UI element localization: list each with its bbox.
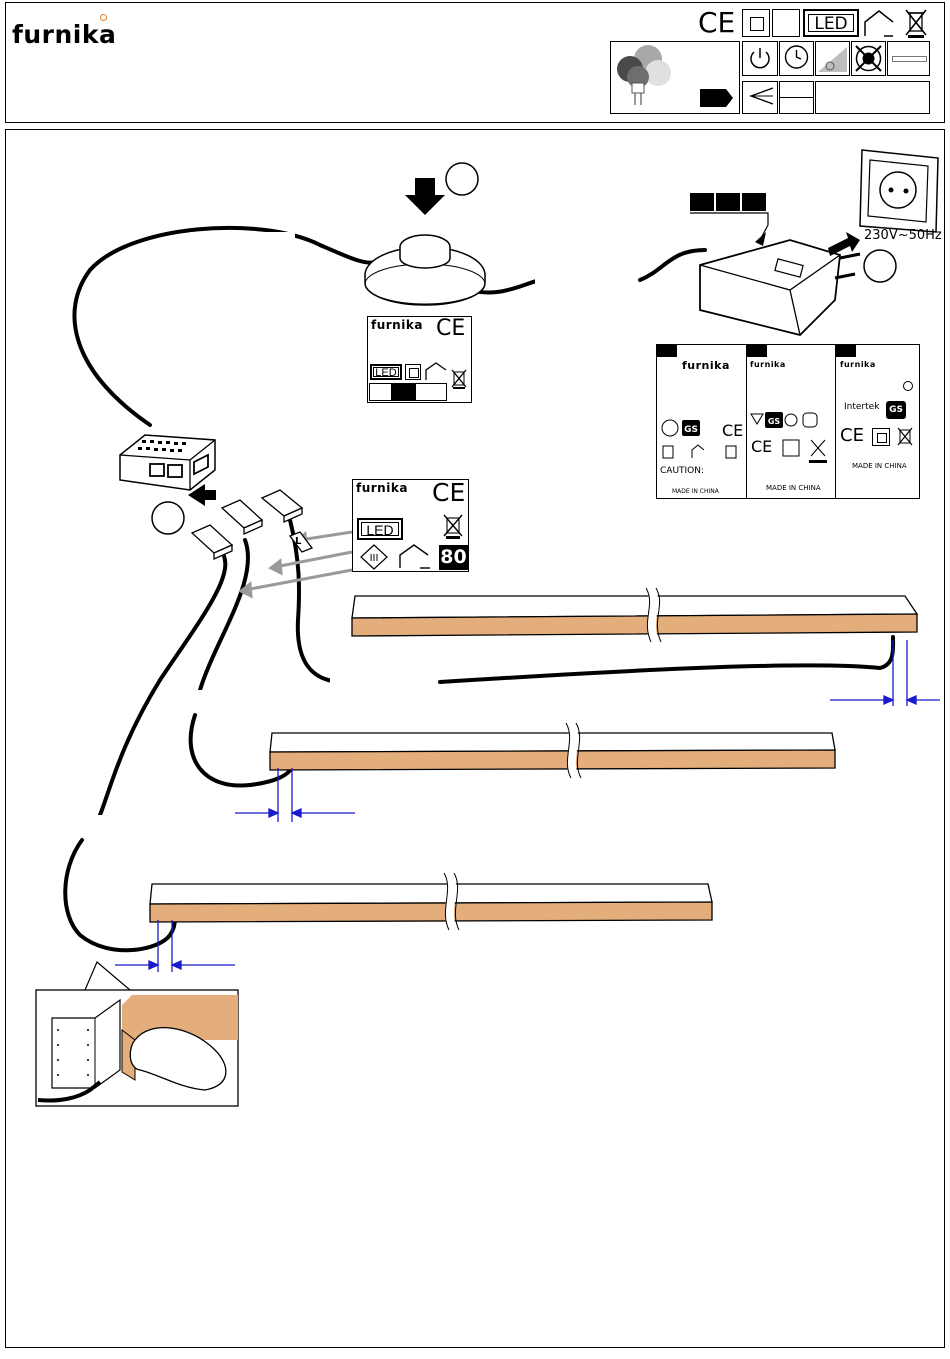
junction-box bbox=[120, 435, 216, 534]
adapter-label-2-marks: GS CE bbox=[749, 410, 833, 470]
adapter-label-3-gs: GS bbox=[886, 401, 906, 419]
connector-label-weee-icon bbox=[442, 512, 464, 540]
adapter-label-1-brand: furnika bbox=[682, 359, 730, 372]
adapter-label-1-caution: CAUTION: bbox=[660, 466, 704, 476]
switch-label-box-2 bbox=[392, 383, 415, 401]
plug-tag-l-text: L bbox=[295, 536, 301, 547]
adapter-label-1-marks: GS CE bbox=[660, 412, 744, 462]
led-bar-1 bbox=[352, 588, 917, 642]
connector-label-led: LED bbox=[357, 518, 403, 540]
led-bar-2 bbox=[270, 723, 835, 778]
adapter-label-3-circle bbox=[903, 381, 913, 391]
switch-label-brand: furnika bbox=[371, 318, 423, 332]
cable-junction-to-switch bbox=[74, 228, 375, 425]
connector-label-class-iii-icon: III bbox=[360, 544, 388, 570]
switch-label-weee-icon bbox=[450, 368, 468, 390]
switch-label-box-3 bbox=[415, 383, 447, 401]
foot-switch bbox=[365, 163, 485, 305]
wall-socket bbox=[860, 150, 938, 232]
connector-label-indoor-icon bbox=[398, 543, 434, 569]
socket-voltage: 230V~50Hz bbox=[864, 228, 942, 243]
detail-inset bbox=[36, 962, 238, 1106]
switch-label-ce: CE bbox=[436, 316, 465, 341]
svg-text:CE: CE bbox=[722, 421, 743, 440]
cable-adapter-in bbox=[640, 250, 705, 280]
connector-label-brand: furnika bbox=[356, 481, 408, 495]
adapter-tab-3 bbox=[836, 345, 856, 357]
adapter-tab-1 bbox=[657, 345, 677, 357]
switch-label-indoor-icon bbox=[424, 361, 448, 381]
adapter-label-2-brand: furnika bbox=[750, 360, 786, 369]
adapter-label-divider-2 bbox=[835, 344, 836, 499]
svg-text:CE: CE bbox=[751, 437, 772, 456]
adapter-label-3-made-in: MADE IN CHINA bbox=[852, 462, 907, 470]
adapter-label-3-intertek: Intertek bbox=[844, 402, 879, 412]
adapter-label-3-brand: furnika bbox=[840, 360, 876, 369]
cable-bar1-right bbox=[440, 637, 893, 682]
switch-label-led: LED bbox=[370, 364, 402, 380]
adapter-tab-2 bbox=[747, 345, 767, 357]
adapter-label-3-ce: CE bbox=[840, 425, 864, 446]
switch-label-class-ii bbox=[405, 364, 421, 380]
adapter-label-divider-1 bbox=[746, 344, 747, 499]
led-bar-3 bbox=[150, 873, 712, 930]
adapter-label-3-weee-icon bbox=[896, 426, 914, 448]
adapter-label-1-made-in: MADE IN CHINA bbox=[672, 488, 719, 495]
adapter-label-2-made-in: MADE IN CHINA bbox=[766, 484, 821, 492]
adapter-label-3-class-ii bbox=[872, 428, 890, 446]
svg-text:GS: GS bbox=[768, 417, 781, 426]
connector-label-code: 80 bbox=[439, 545, 468, 570]
svg-text:GS: GS bbox=[684, 425, 698, 435]
switch-label-box-1 bbox=[369, 383, 392, 401]
connector-label-class-text: III bbox=[370, 553, 379, 564]
connector-label-ce: CE bbox=[432, 478, 465, 507]
